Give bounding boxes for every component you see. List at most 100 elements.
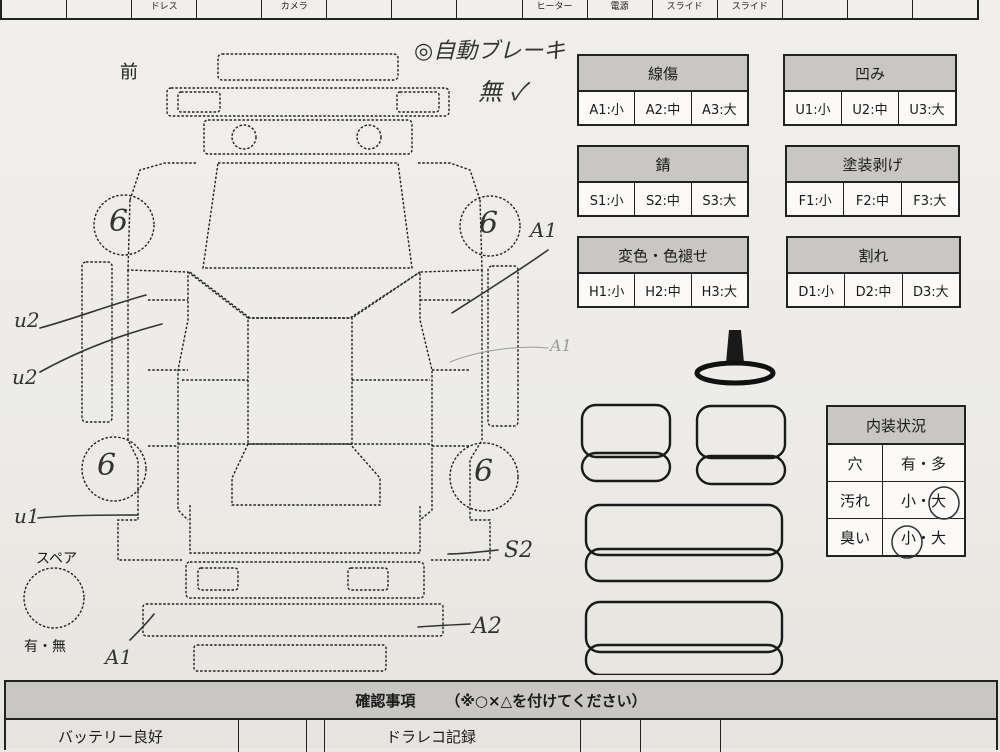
interior-circle-marks — [891, 486, 960, 559]
hood — [202, 162, 413, 269]
confirm-item: バッテリー良好 — [58, 728, 164, 746]
third-row-seat-back — [584, 600, 784, 654]
damage-mark-a2: A2 — [472, 614, 502, 639]
left-side-strip — [81, 261, 113, 423]
legend-discolor: 変色・色褪せ H1:小 H2:中 H3:大 — [577, 236, 749, 308]
car-body-diagram — [23, 53, 549, 672]
top-cell — [2, 0, 68, 18]
legend-title: 塗装剥げ — [787, 147, 958, 183]
legend-cell: H1:小 — [579, 274, 636, 306]
top-cell — [327, 0, 393, 18]
legend-cell: H2:中 — [635, 274, 692, 306]
interior-row: 穴 有・多 — [828, 445, 964, 482]
legend-cell: D2:中 — [845, 274, 903, 306]
top-cell: ヒーター — [523, 0, 588, 18]
top-cell: カメラ — [262, 0, 328, 18]
interior-key: 汚れ — [828, 482, 883, 518]
rear-panel — [193, 644, 387, 672]
front-right-tire — [459, 195, 521, 257]
right-side-strip — [487, 265, 519, 427]
rear-left-tire — [81, 436, 147, 502]
roof — [247, 317, 353, 445]
third-row-seat-base — [584, 643, 784, 675]
legend-title: 凹み — [785, 56, 955, 92]
interior-title: 内装状況 — [828, 407, 964, 445]
legend-cell: U1:小 — [785, 92, 842, 124]
rear-bumper — [142, 603, 444, 637]
steering-wheel-icon — [694, 330, 776, 386]
damage-mark-s2: S2 — [504, 538, 534, 563]
confirm-item: ドラレコ記録 — [386, 728, 477, 746]
legend-title: 割れ — [788, 238, 959, 274]
legend-title: 線傷 — [579, 56, 747, 92]
interior-condition-table: 内装状況 穴 有・多 汚れ 小・大 臭い 小・大 — [826, 405, 966, 557]
damage-mark-a1: A1 — [105, 645, 133, 669]
confirm-title: 確認事項 — [355, 691, 416, 710]
seat-layout-diagram — [580, 330, 787, 675]
tire-grade-fr: 6 — [479, 206, 499, 241]
top-cell: スライド — [653, 0, 718, 18]
legend-cell: F1:小 — [787, 183, 845, 215]
spare-options: 有・無 — [24, 639, 66, 655]
legend-cell: S3:大 — [702, 193, 737, 209]
legend-dent: 凹み U1:小 U2:中 U3:大 — [783, 54, 957, 126]
tire-grade-rr: 6 — [474, 454, 494, 489]
legend-cell: H3:大 — [701, 284, 738, 300]
top-cell — [457, 0, 523, 18]
passenger-seat-base — [695, 454, 787, 486]
auto-brake-answer: 無 ✓ — [478, 78, 527, 106]
legend-crack: 割れ D1:小 D2:中 D3:大 — [786, 236, 961, 308]
legend-title: 変色・色褪せ — [579, 238, 747, 274]
interior-value: 小・大 — [900, 491, 946, 510]
top-cell: 電源 — [588, 0, 653, 18]
top-cell — [67, 0, 133, 18]
legend-scratch: 線傷 A1:小 A2:中 A3:大 — [577, 54, 749, 126]
rear-bumper-top — [185, 561, 425, 599]
legend-cell: U3:大 — [909, 102, 945, 118]
legend-cell: A3:大 — [702, 102, 737, 118]
second-row-seat-back — [584, 503, 784, 557]
front-bumper — [166, 87, 450, 117]
legend-cell: S2:中 — [635, 183, 692, 215]
top-options-strip: ドレス カメラ ヒーター 電源 スライド スライド — [0, 0, 979, 20]
auto-brake-note: ◎自動ブレーキ — [414, 39, 566, 64]
second-row-seat-base — [584, 547, 784, 583]
top-cell: ドレス — [132, 0, 198, 18]
legend-title: 錆 — [579, 147, 747, 183]
damage-mark-u2: u2 — [12, 365, 38, 389]
legend-cell: U2:中 — [842, 92, 899, 124]
legend-cell: A2:中 — [635, 92, 692, 124]
damage-mark-u2: u2 — [14, 308, 40, 332]
passenger-seat-back — [695, 404, 787, 460]
tire-grade-rl: 6 — [97, 448, 117, 483]
legend-cell: F2:中 — [844, 183, 902, 215]
confirmation-table: 確認事項 （※○×△を付けてください） バッテリー良好 ドラレコ記録 — [4, 680, 998, 752]
interior-value: 小・大 — [900, 528, 946, 547]
interior-key: 臭い — [828, 519, 883, 555]
legend-cell: S1:小 — [579, 183, 636, 215]
legend-cell: D3:大 — [912, 284, 949, 300]
top-cell — [848, 0, 913, 18]
interior-row: 臭い 小・大 — [828, 519, 964, 555]
driver-seat-base — [580, 451, 672, 483]
damage-mark-faint-a1: A1 — [550, 336, 572, 355]
top-cell: スライド — [718, 0, 783, 18]
damage-mark-a1: A1 — [530, 218, 558, 242]
legend-cell: F3:大 — [913, 193, 947, 209]
legend-cell: A1:小 — [579, 92, 636, 124]
tire-grade-fl: 6 — [109, 204, 129, 239]
damage-mark-u1: u1 — [14, 504, 40, 528]
top-cell — [783, 0, 848, 18]
grille — [203, 119, 413, 155]
top-cell — [392, 0, 458, 18]
front-label: 前 — [120, 62, 138, 83]
front-left-tire — [93, 194, 155, 256]
spare-label: スペア — [36, 551, 78, 567]
interior-row: 汚れ 小・大 — [828, 482, 964, 519]
front-bumper-top — [217, 53, 399, 81]
legend-cell: D1:小 — [788, 274, 846, 306]
top-cell — [913, 0, 977, 18]
interior-value: 有・多 — [900, 454, 946, 473]
legend-rust: 錆 S1:小 S2:中 S3:大 — [577, 145, 749, 217]
